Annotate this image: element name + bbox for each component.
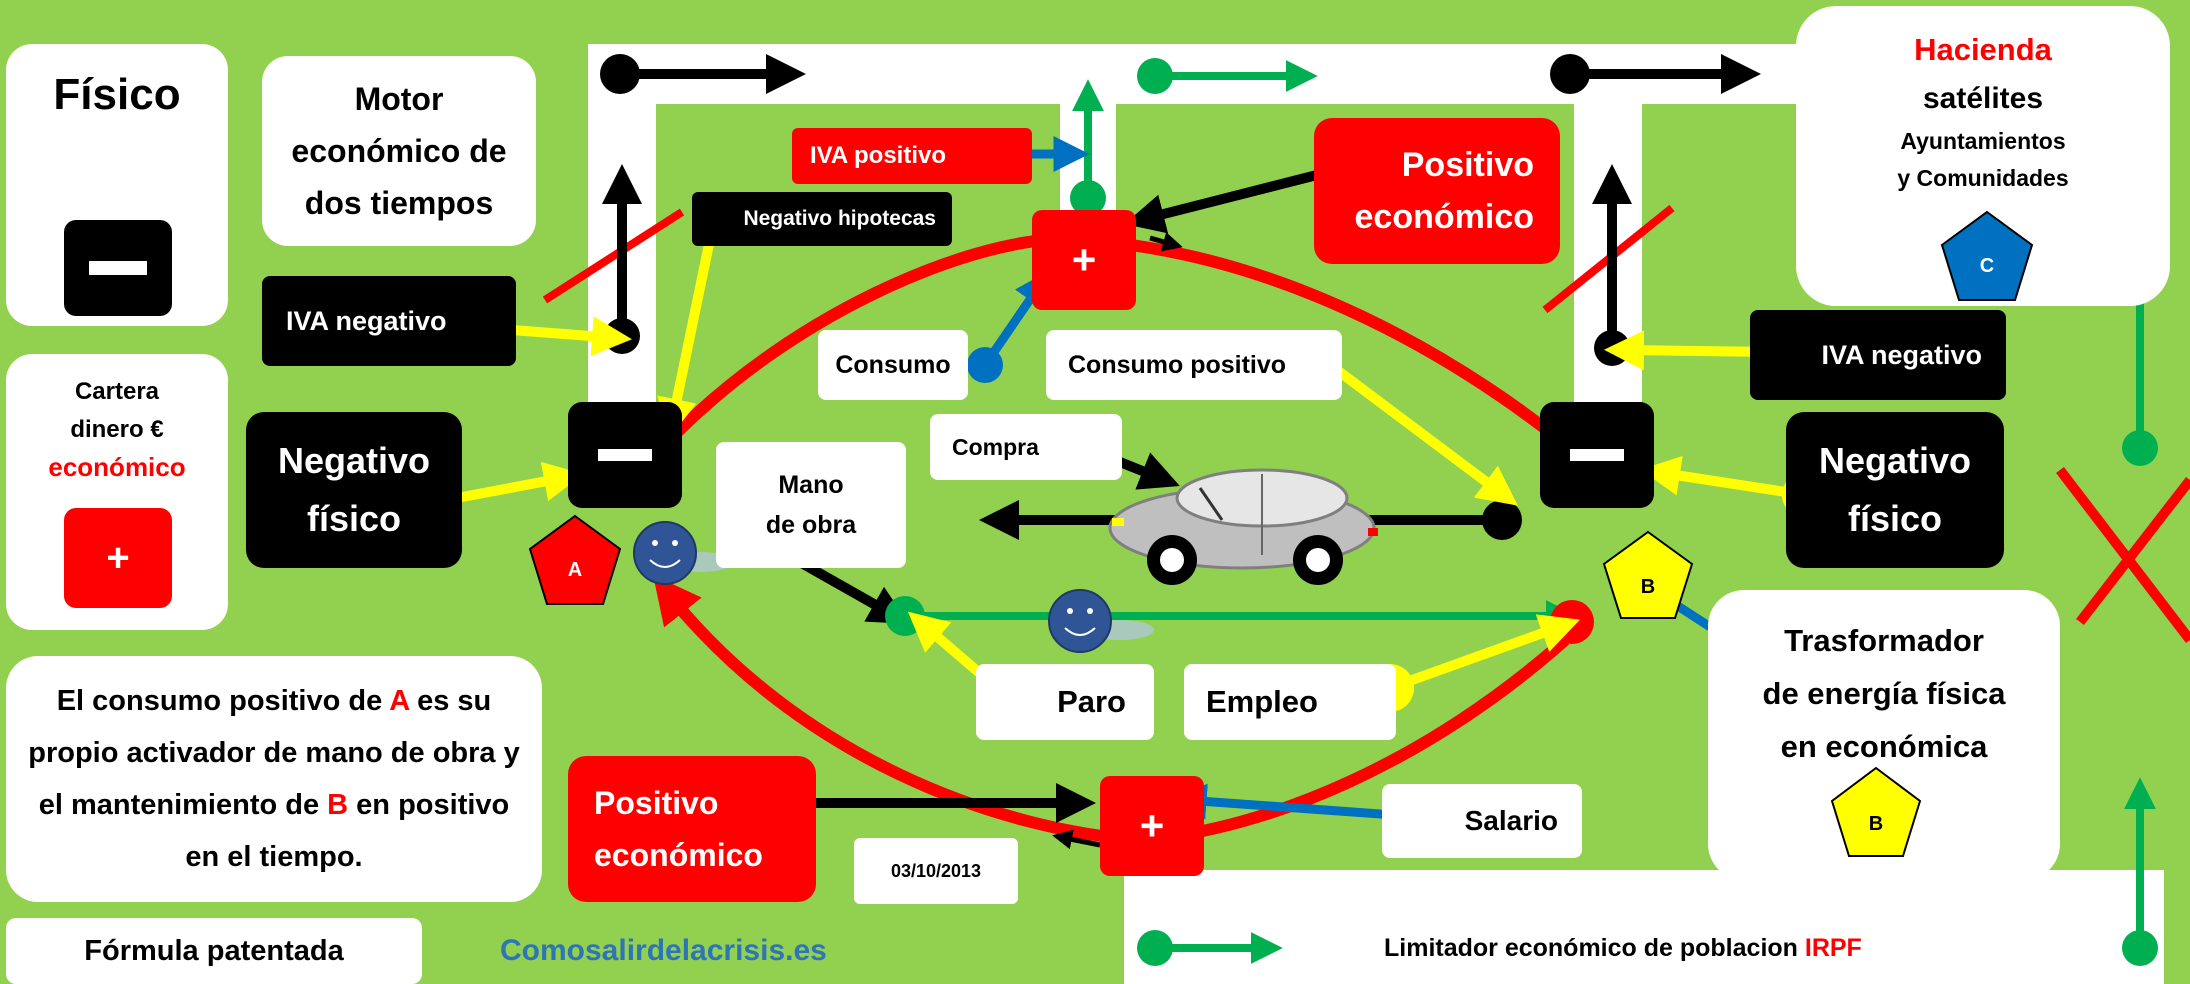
hacienda-c-pentagon: C (1940, 210, 2034, 301)
positivo-economico-top-line2: económico (1354, 198, 1534, 236)
trasformador-b-pentagon: B (1830, 766, 1922, 857)
formula-label: Fórmula patentada (6, 918, 422, 984)
salario-text: Salario (1464, 805, 1558, 836)
red-cross-b (2076, 476, 2190, 626)
node-bottom-plus: + (1100, 776, 1204, 876)
mano-line2: de obra (765, 511, 857, 539)
limitador-text-main: Limitador económico de poblacion (1384, 934, 1805, 962)
trasformador-line3: en económica (1780, 729, 1988, 764)
website-link[interactable]: Comosalirdelacrisis.es (500, 934, 827, 967)
statement-b: B (327, 789, 349, 821)
formula-text: Fórmula patentada (84, 934, 344, 967)
white-bands (588, 44, 2164, 984)
trasformador-line1: Trasformador (1784, 623, 1984, 658)
positivo-economico-top-label: Positivo económico (1314, 118, 1560, 264)
green-dots (885, 58, 2158, 966)
hacienda-line1: satélites (1922, 82, 2044, 115)
smiley-icon-paro (1048, 589, 1154, 653)
limitador-text: Limitador económico de poblacion IRPF (1384, 934, 1862, 963)
minus-bar-icon (1570, 449, 1624, 461)
positivo-economico-top-line1: Positivo (1401, 146, 1534, 184)
car-illustration (1108, 468, 1378, 585)
mano-de-obra-label: Mano de obra (716, 442, 906, 568)
smiley-icon-a (633, 521, 734, 585)
node-top-plus-sign: + (1071, 236, 1097, 283)
statement-panel: El consumo positivo de A es su propio ac… (6, 656, 542, 902)
node-b-minus (1540, 402, 1654, 508)
positivo-economico-bottom-line1: Positivo (594, 785, 719, 821)
trasformador-line2: de energía física (1762, 676, 2006, 711)
legend-cartera-line1: Cartera (74, 378, 160, 405)
legend-fisico-panel: Físico (6, 44, 228, 326)
negativo-fisico-right-line1: Negativo (1818, 440, 1972, 481)
motor-title-box: Motor económico de dos tiempos (262, 56, 536, 246)
red-node-dot (1550, 600, 1594, 644)
red-cross-a (2056, 466, 2190, 644)
motor-line3: dos tiempos (304, 185, 494, 221)
negativo-fisico-left-line1: Negativo (277, 440, 431, 481)
plus-symbol-icon: + (64, 508, 172, 608)
negativo-hipotecas-text: Negativo hipotecas (743, 207, 936, 230)
hacienda-line2: Ayuntamientos (1900, 128, 2066, 154)
salario-label: Salario (1382, 784, 1582, 858)
consumo-text: Consumo (835, 350, 951, 379)
compra-label: Compra (930, 414, 1122, 480)
node-a-letter: A (568, 559, 582, 581)
negativo-fisico-right-label: Negativo físico (1786, 412, 2004, 568)
statement-a: A (389, 685, 410, 717)
mano-line1: Mano (778, 471, 844, 499)
paro-text: Paro (1057, 684, 1126, 719)
legend-fisico-title: Físico (53, 70, 181, 119)
consumo-label: Consumo (818, 330, 968, 400)
positivo-economico-bottom-label: Positivo económico (568, 756, 816, 902)
hacienda-line3: y Comunidades (1897, 165, 2069, 191)
positivo-economico-bottom-line2: económico (594, 837, 763, 873)
node-top-plus: + (1032, 210, 1136, 310)
date-text: 03/10/2013 (890, 860, 982, 881)
statement-part3: en positivo en el tiempo. (185, 789, 510, 873)
consumo-positivo-text: Consumo positivo (1068, 350, 1287, 379)
empleo-text: Empleo (1206, 684, 1318, 719)
statement-part2: es su propio activador de mano de obra y… (28, 685, 520, 821)
node-bottom-plus-sign: + (1139, 802, 1165, 849)
empleo-label: Empleo (1184, 664, 1396, 740)
negativo-fisico-left-line2: físico (306, 498, 402, 539)
paro-label: Paro (976, 664, 1154, 740)
limitador-irpf: IRPF (1804, 934, 1862, 962)
trasformador-badge-letter: B (1869, 813, 1883, 835)
statement-part1: El consumo positivo de (56, 685, 390, 717)
plus-sign-text: + (106, 535, 130, 580)
node-a-minus (568, 402, 682, 508)
hacienda-badge-letter: C (1980, 255, 1994, 277)
iva-negativo-right-label: IVA negativo (1750, 310, 2006, 400)
legend-cartera-line2: dinero € (70, 416, 164, 443)
iva-negativo-left-text: IVA negativo (286, 305, 447, 336)
statement-text: El consumo positivo de A es su propio ac… (24, 675, 524, 883)
node-b-pentagon: B (1602, 530, 1694, 619)
iva-negativo-right-text: IVA negativo (1821, 339, 1982, 370)
red-slash-left (542, 208, 685, 304)
motor-line1: Motor (354, 81, 444, 117)
legend-cartera-line3: económico (48, 452, 186, 482)
hacienda-title: Hacienda (1914, 32, 2052, 67)
iva-negativo-left-label: IVA negativo (262, 276, 516, 366)
minus-bar-icon (598, 449, 652, 461)
legend-cartera-panel: Cartera dinero € económico + (6, 354, 228, 630)
motor-line2: económico de (291, 133, 507, 169)
node-b-letter: B (1641, 576, 1655, 598)
consumo-positivo-label: Consumo positivo (1046, 330, 1342, 400)
negativo-fisico-left-label: Negativo físico (246, 412, 462, 568)
minus-symbol-icon (64, 220, 172, 316)
date-label: 03/10/2013 (854, 838, 1018, 904)
iva-positivo-text: IVA positivo (810, 142, 947, 169)
negativo-fisico-right-line2: físico (1847, 498, 1943, 539)
negativo-hipotecas-label: Negativo hipotecas (692, 192, 952, 246)
iva-positivo-label: IVA positivo (792, 128, 1032, 184)
node-a-pentagon: A (528, 514, 622, 605)
compra-text: Compra (952, 433, 1039, 460)
